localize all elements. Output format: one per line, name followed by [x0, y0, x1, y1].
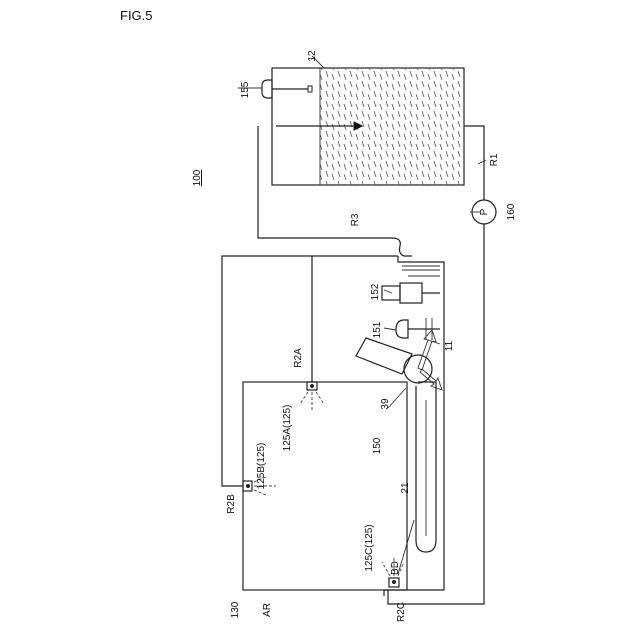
- label-sensor-155: 155: [240, 81, 251, 98]
- label-part-151: 151: [372, 321, 383, 338]
- label-nozzle-125c: 125C(125): [364, 524, 375, 571]
- pump-symbol: P: [479, 208, 490, 215]
- unit-housing: [384, 256, 444, 590]
- label-ar: AR: [262, 603, 273, 617]
- label-nozzle-125b: 125B(125): [256, 443, 267, 490]
- label-nozzle-125a: 125A(125): [282, 405, 293, 452]
- sensor-155: [262, 80, 312, 98]
- label-system-100: 100: [192, 169, 203, 186]
- label-bd: BD: [390, 561, 401, 575]
- label-room-130: 130: [230, 601, 241, 618]
- room-130: [243, 382, 407, 590]
- label-r1: R1: [489, 153, 500, 166]
- part-152: [382, 283, 440, 303]
- label-r2b: R2B: [226, 494, 237, 514]
- label-pump-160: 160: [506, 203, 517, 220]
- component-39: [356, 330, 442, 390]
- label-r3: R3: [350, 213, 361, 226]
- label-part-11: 11: [444, 340, 455, 351]
- label-r2c: R2C: [396, 602, 407, 622]
- label-part-21: 21: [400, 482, 411, 494]
- label-part-152: 152: [370, 283, 381, 300]
- part-151: [396, 318, 440, 340]
- label-part-39: 39: [380, 398, 391, 410]
- label-r2a: R2A: [293, 348, 304, 368]
- label-tank-12: 12: [307, 50, 318, 62]
- label-part-150: 150: [372, 437, 383, 454]
- nozzle-125a: [300, 382, 324, 410]
- conduit-21: [416, 382, 436, 552]
